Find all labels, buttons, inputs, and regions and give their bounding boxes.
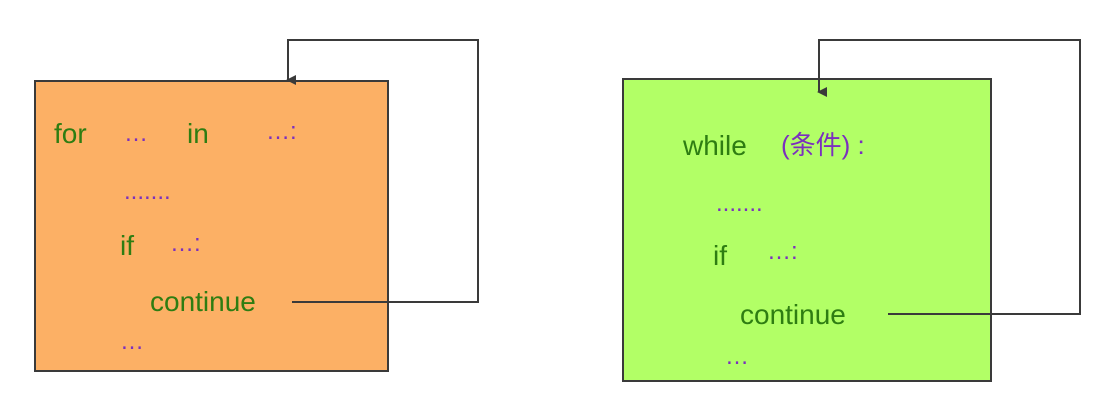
while-condition: (条件) : [781,130,865,160]
while-keyword: while [683,130,747,161]
while-if-keyword: if [713,240,727,271]
in-keyword: in [187,118,209,149]
for-keyword: for [54,118,87,149]
for-trailing-ellipsis: … [120,328,144,355]
for-if-keyword: if [120,230,134,261]
while-loop-box [622,78,992,382]
while-continue-keyword: continue [740,299,846,330]
for-iterable: …: [266,118,297,145]
while-continue-arrow [817,39,1081,315]
while-body-ellipsis: ....... [716,190,763,217]
for-iter-var: … [124,120,148,147]
for-continue-keyword: continue [150,286,256,317]
for-loop-box [34,80,389,372]
while-trailing-ellipsis: … [725,343,749,370]
while-if-condition: …: [767,238,798,265]
for-if-condition: …: [170,230,201,257]
for-continue-arrow [286,39,479,303]
for-body-ellipsis: ....... [124,178,171,205]
